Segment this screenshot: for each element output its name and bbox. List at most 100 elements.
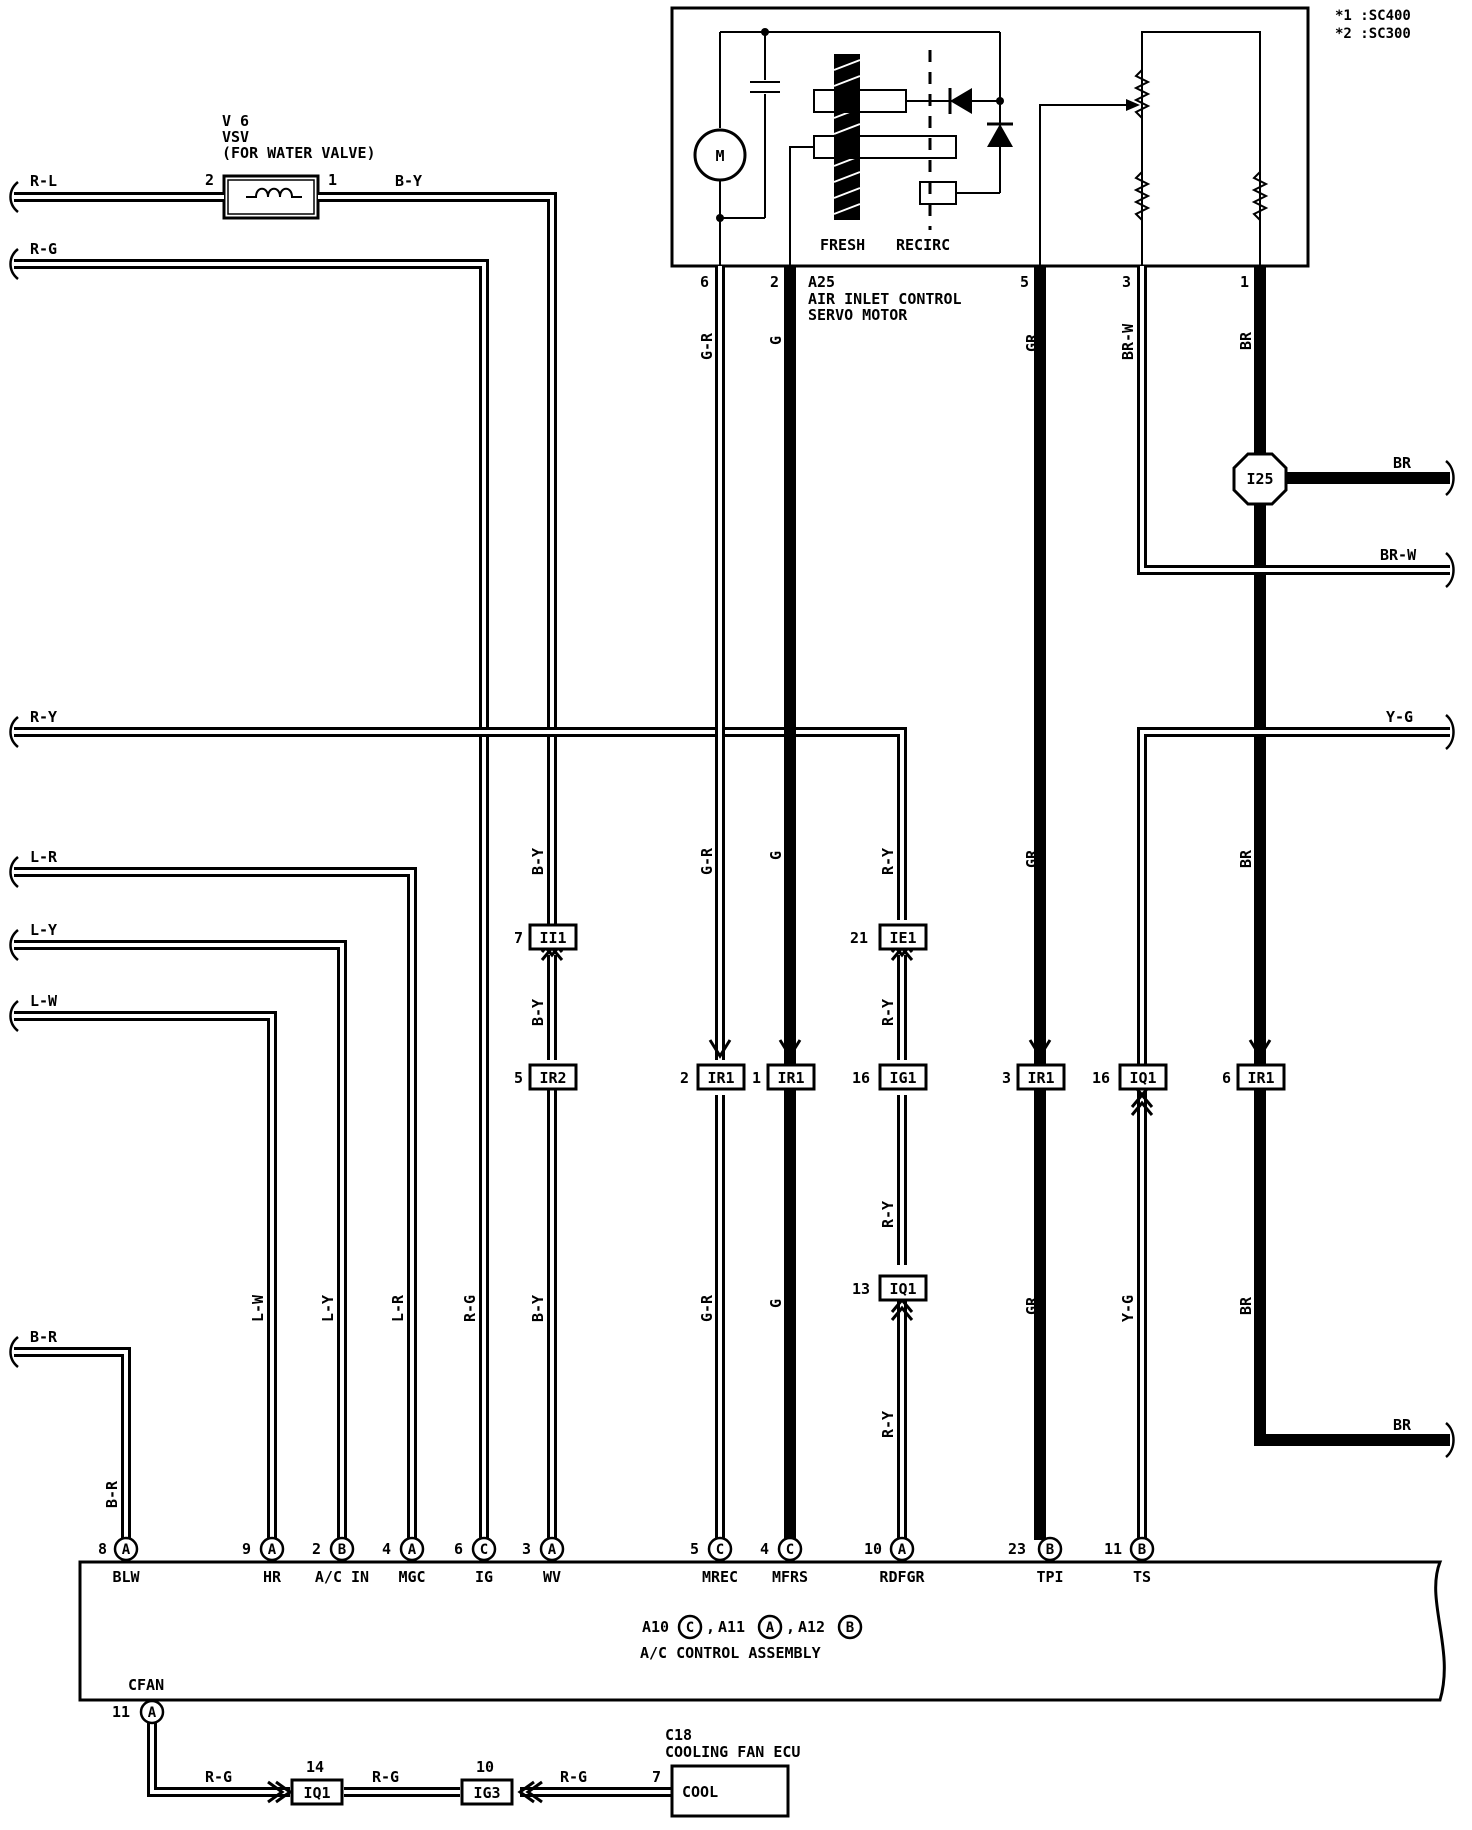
vlabel-g-mid: G [767,851,785,860]
wire-ends-right [1445,460,1455,1458]
svg-text:,: , [706,1618,715,1636]
svg-text:A: A [766,1620,775,1636]
vlabel-b-y-1: B-Y [529,848,547,875]
svg-text:IR1: IR1 [707,1069,734,1087]
wire-ends-left [9,181,19,1368]
vlabel-r-y-1: R-Y [879,848,897,875]
connector-ii1: II1 7 [514,923,578,951]
wire-label-cfan-r-g-3: R-G [560,1768,587,1786]
vlabel-g-top: G [767,336,785,345]
junction-label: I25 [1246,470,1273,488]
terminal-tpi: B 23 TPI [1008,1536,1064,1586]
svg-text:2: 2 [680,1069,689,1087]
diode-2 [987,124,1013,147]
terminal-ts: B 11 TS [1104,1536,1155,1586]
svg-text:B: B [846,1620,854,1636]
connector-ir1-6: IR1 6 [1222,1063,1286,1091]
motor-label: M [715,147,724,165]
svg-text:A: A [268,1542,277,1558]
svg-text:6: 6 [454,1540,463,1558]
assembly-title: A10 C , A11 A , A12 B A/C CONTROL ASSEMB… [640,1614,863,1662]
terminal-wv: A 3 WV [522,1536,565,1586]
vlabel-l-r: L-R [389,1294,407,1322]
wire-label-cfan-r-g-2: R-G [372,1768,399,1786]
svg-text:C18: C18 [665,1726,692,1744]
vlabel-b-y-2: B-Y [529,999,547,1026]
connector-ir1-1: IR1 1 [752,1063,816,1091]
terminal-cfan: CFAN A 11 [112,1676,165,1725]
servo-name-1: AIR INLET CONTROL [808,290,962,308]
vsv-pin-1: 1 [328,171,337,189]
vsv-coil [246,187,302,198]
connector-ie1: IE1 21 [850,923,928,951]
svg-text:4: 4 [382,1540,391,1558]
connector-ir2: IR2 5 [514,1063,578,1091]
servo-ref: A25 [808,273,835,291]
svg-text:BLW: BLW [112,1568,140,1586]
svg-text:IQ1: IQ1 [303,1784,330,1802]
wire-label-b-r: B-R [30,1328,58,1346]
vertical-labels: G-R G GR BR-W BR B-Y G-R G R-Y GR BR B-Y… [103,323,1255,1508]
svg-text:13: 13 [852,1280,870,1298]
vlabel-g-r-low: G-R [698,1294,716,1322]
svg-text:IG1: IG1 [889,1069,916,1087]
connector-ir1-2: IR1 2 [680,1063,746,1091]
recirc-label: RECIRC [896,236,950,254]
svg-text:A: A [548,1542,557,1558]
svg-text:10: 10 [476,1758,494,1776]
svg-text:MGC: MGC [398,1568,425,1586]
svg-text:21: 21 [850,929,868,947]
svg-text:IQ1: IQ1 [1129,1069,1156,1087]
vlabel-y-g: Y-G [1119,1295,1137,1322]
svg-text:IG: IG [475,1568,493,1586]
wire-label-l-r: L-R [30,848,58,866]
vlabel-b-r: B-R [103,1480,121,1508]
vlabel-l-w: L-W [249,1294,267,1322]
svg-text:IG3: IG3 [473,1784,500,1802]
svg-text:B: B [1138,1542,1146,1558]
ecu-terminals: A 8 BLW A 9 HR B 2 A/C IN A 4 MGC C 6 IG [98,1536,1155,1586]
vlabel-br-low: BR [1237,1296,1255,1315]
svg-text:4: 4 [760,1540,769,1558]
wire-label-r-y: R-Y [30,708,57,726]
resistor-1 [1133,171,1151,221]
wires [14,192,1450,1797]
svg-text:HR: HR [263,1568,282,1586]
svg-text:MREC: MREC [702,1568,738,1586]
vlabel-r-y-3: R-Y [879,1201,897,1228]
wire-label-l-y: L-Y [30,921,57,939]
vlabel-r-y-4: R-Y [879,1411,897,1438]
wire-label-br-w: BR-W [1380,546,1417,564]
svg-text:A11: A11 [718,1618,745,1636]
svg-text:IR1: IR1 [777,1069,804,1087]
svg-text:RDFGR: RDFGR [879,1568,925,1586]
wire-label-br-top: BR [1393,454,1412,472]
svg-text:COOL: COOL [682,1783,718,1801]
svg-text:10: 10 [864,1540,882,1558]
svg-text:C: C [480,1542,488,1558]
resistor-2 [1251,171,1269,221]
svg-text:A12: A12 [798,1618,825,1636]
junction-i25: I25 [1232,452,1288,506]
connector-iq1-16: IQ1 16 [1092,1063,1168,1091]
svg-text:23: 23 [1008,1540,1026,1558]
wire-label-r-l: R-L [30,172,57,190]
note-sc300: *2 :SC300 [1335,26,1411,42]
vlabel-br-mid: BR [1237,849,1255,868]
terminal-mfrs: C 4 MFRS [760,1536,808,1586]
vsv-desc: (FOR WATER VALVE) [222,144,376,162]
wire-label-r-g: R-G [30,240,57,258]
connector-iq1-13: IQ1 13 [852,1274,928,1302]
vlabel-g-r-mid: G-R [698,847,716,875]
vlabel-br-w: BR-W [1119,323,1137,360]
svg-text:IE1: IE1 [889,929,916,947]
vlabel-r-y-2: R-Y [879,999,897,1026]
svg-text:5: 5 [690,1540,699,1558]
wire-b-y [318,192,557,940]
vlabel-gr-low: GR [1023,1296,1041,1315]
svg-text:14: 14 [306,1758,324,1776]
svg-text:16: 16 [1092,1069,1110,1087]
terminal-ig: C 6 IG [454,1536,497,1586]
svg-text:IR2: IR2 [539,1069,566,1087]
svg-text:3: 3 [522,1540,531,1558]
